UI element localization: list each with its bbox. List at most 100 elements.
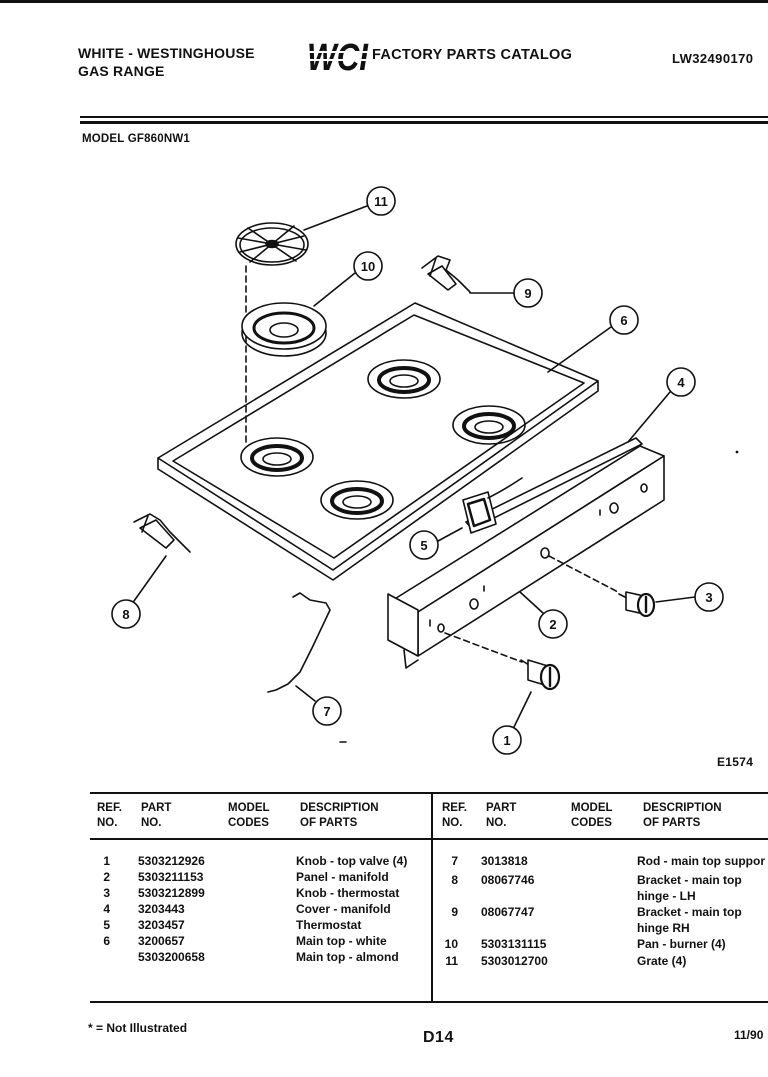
part-description: Rod - main top suppor [637,854,765,868]
table-row: 2 5303211153 Panel - manifold [0,870,768,902]
leader-line [295,685,316,702]
pan-inner [252,311,316,345]
table-top-rule [90,792,768,794]
column-header-description: DESCRIPTION [643,802,722,814]
part-description-continued: hinge - LH [637,889,696,903]
part-number: 3203443 [138,902,185,916]
ref-number: 10 [444,937,458,951]
leader-line [627,391,671,443]
callout-balloon: 1 [492,725,522,755]
callout-circle [538,609,568,639]
bracket-tab [427,265,457,291]
header-rule-thick [80,121,768,124]
part-number: 3203457 [138,918,185,932]
callout-circle [409,530,439,560]
callout-balloon: 9 [513,278,543,308]
column-header-part: NO. [141,817,162,829]
callout-balloon: 3 [694,582,724,612]
callout-balloon: 6 [609,305,639,335]
panel-hole [437,623,445,633]
part-number: 3013818 [481,854,528,868]
ref-number: 2 [103,870,110,884]
burner-ring-outer [240,437,314,477]
burner-opening [240,437,314,477]
wci-logo-text: WCI [307,37,369,75]
part-number: 5303212926 [138,854,205,868]
column-header-description: OF PARTS [300,817,358,829]
column-header-ref: NO. [97,817,118,829]
callout-number: 8 [122,607,129,622]
leader-line [437,527,463,542]
callout-circle [694,582,724,612]
part-description: Panel - manifold [296,870,389,884]
ref-number: 8 [451,873,458,887]
burner-ring-mid [377,366,431,394]
burner-pan-part-10 [241,302,327,357]
callout-circle [609,305,639,335]
leader-line [303,205,368,231]
callout-number: 3 [705,590,712,605]
part-number: 5303211153 [138,870,204,884]
callout-balloon: 10 [353,251,383,281]
part-description: Grate (4) [637,954,687,968]
column-header-model: MODEL [228,802,270,814]
part-number: 5303200658 [138,950,205,964]
callout-balloon: 11 [366,186,396,216]
part-description: Cover - manifold [296,902,391,916]
table-header-rule [90,838,768,840]
callout-number: 5 [420,538,427,553]
part-number: 5303131115 [481,937,547,951]
ref-number: 9 [451,905,458,919]
table-row: 1 5303212926 Knob - top valve (4) [0,854,768,886]
table-row: 6 3200657 Main top - white [0,934,768,966]
column-header-ref: REF. [442,802,467,814]
table-row: 5303200658 Main top - almond [0,950,768,982]
callout-balloon: 4 [666,367,696,397]
burner-ring-inner [342,495,372,509]
bracket-hinge-rh-part-9 [421,255,471,293]
not-illustrated-legend: * = Not Illustrated [88,1021,188,1035]
table-row: 9 08067747 Bracket - main top hinge RH [0,905,768,937]
part-description: Bracket - main top [637,873,742,887]
table-column-divider [431,792,433,1003]
page-number: D14 [423,1029,454,1046]
main-top-part-6 [157,302,599,581]
part-description: Main top - almond [296,950,399,964]
leader-line [547,326,612,373]
part-number: 08067747 [481,905,535,919]
leader-line [513,691,532,728]
drawing-number: E1574 [717,755,754,769]
callout-circle [492,725,522,755]
exploded-parts-diagram: 11 10 9 6 4 5 3 2 [111,186,739,755]
leader-line [519,591,544,614]
thermostat-capillary-tube [487,477,523,499]
part-number: 3200657 [138,934,185,948]
burner-ring-inner [389,374,419,388]
column-header-description: DESCRIPTION [300,802,379,814]
table-row: 8 08067746 Bracket - main top hinge - LH [0,873,768,905]
bracket-tab [139,519,175,549]
callout-number: 4 [677,375,685,390]
ref-number: 4 [103,902,110,916]
top-valve-knob-part-1 [520,659,561,691]
callout-number: 11 [374,194,388,209]
callout-number: 10 [361,259,375,274]
manifold-panel-part-2 [387,445,665,669]
revision-date: 11/90 [734,1028,764,1042]
scan-speck [735,450,739,454]
column-header-model: CODES [571,817,612,829]
logo-stripe [306,51,370,53]
panel-hole [640,483,648,493]
main-top-support-rod-part-7 [267,592,331,693]
burner-ring-outer [367,359,441,399]
part-description: Main top - white [296,934,387,948]
brand-name: WHITE - WESTINGHOUSE [78,45,255,61]
burner-ring-mid [462,412,516,440]
ref-number: 5 [103,918,110,932]
bracket-hinge-lh-part-8 [133,513,191,553]
callout-circle [513,278,543,308]
pan-hole [269,322,299,338]
leader-line [313,272,356,307]
grate-center [265,239,279,249]
